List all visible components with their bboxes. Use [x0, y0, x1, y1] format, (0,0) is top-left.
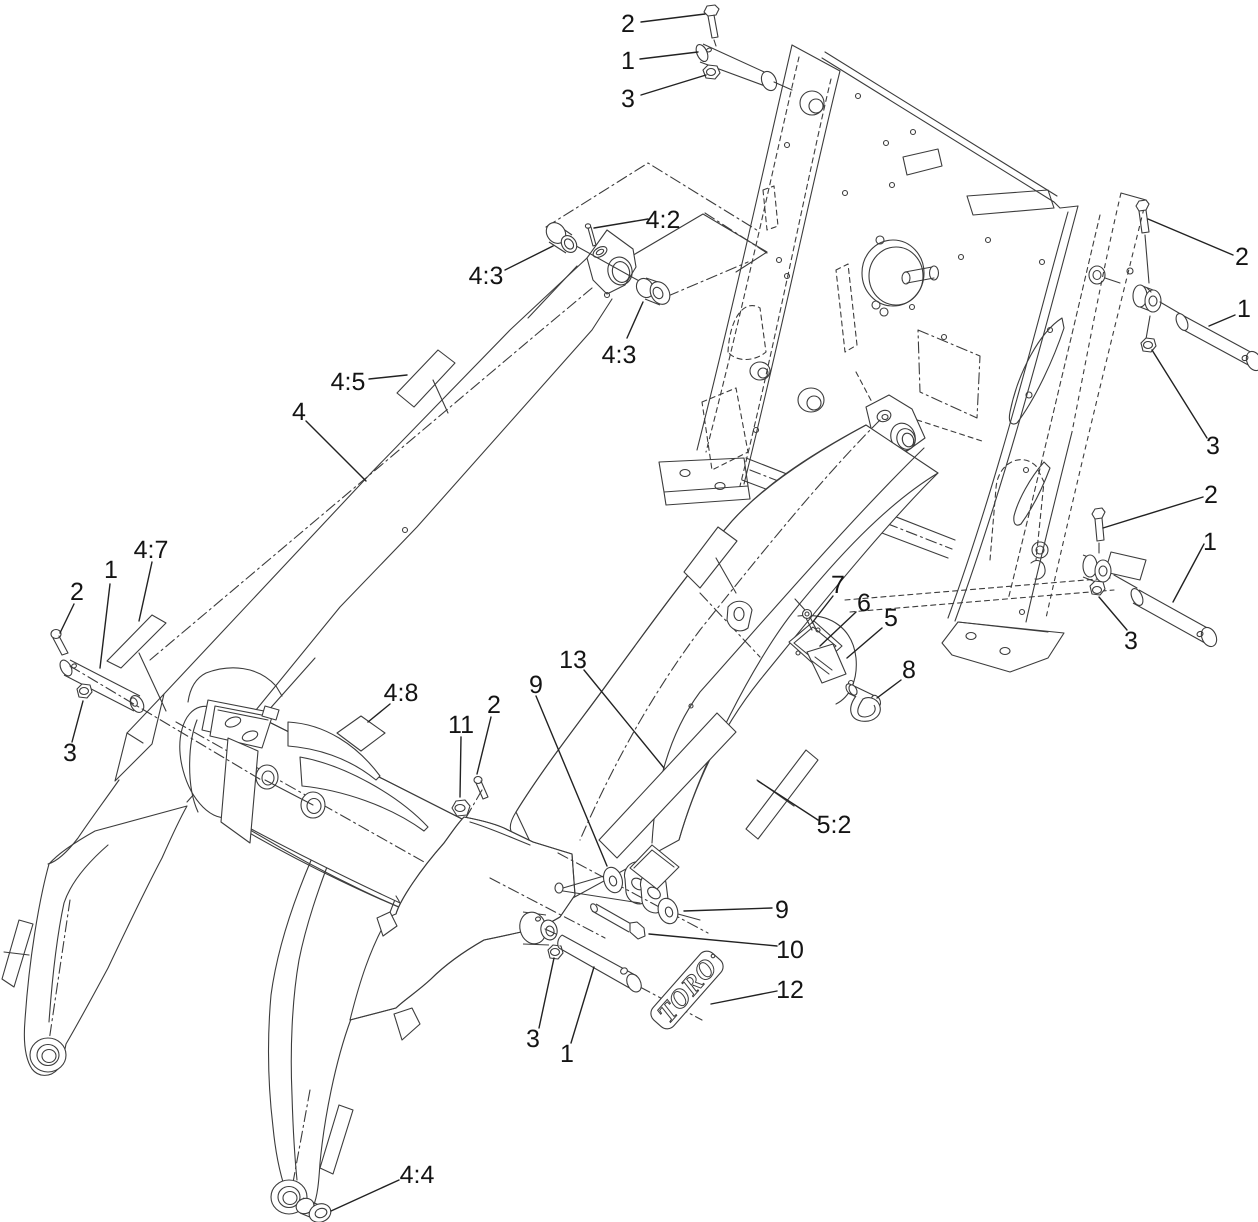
svg-text:10: 10 — [776, 936, 804, 964]
svg-text:5: 5 — [884, 604, 898, 632]
svg-text:1: 1 — [560, 1040, 574, 1068]
svg-text:4:3: 4:3 — [469, 262, 504, 290]
svg-text:4:4: 4:4 — [400, 1161, 435, 1189]
svg-text:9: 9 — [529, 671, 543, 699]
svg-text:11: 11 — [448, 711, 474, 739]
svg-text:7: 7 — [831, 571, 845, 599]
svg-text:4:3: 4:3 — [602, 341, 637, 369]
svg-text:12: 12 — [776, 976, 804, 1004]
svg-text:6: 6 — [857, 589, 871, 617]
svg-text:2: 2 — [621, 10, 635, 38]
svg-text:1: 1 — [104, 556, 118, 584]
svg-text:2: 2 — [487, 691, 501, 719]
svg-text:4:5: 4:5 — [331, 368, 366, 396]
svg-text:3: 3 — [1124, 627, 1138, 655]
svg-text:4:8: 4:8 — [384, 679, 419, 707]
svg-text:2: 2 — [1235, 243, 1249, 271]
svg-text:3: 3 — [63, 739, 77, 767]
svg-text:2: 2 — [1204, 481, 1218, 509]
svg-text:4: 4 — [292, 398, 306, 426]
svg-text:4:7: 4:7 — [134, 536, 169, 564]
svg-text:3: 3 — [1206, 432, 1220, 460]
svg-text:5:2: 5:2 — [817, 811, 852, 839]
svg-text:3: 3 — [621, 85, 635, 113]
svg-text:9: 9 — [775, 896, 789, 924]
svg-text:8: 8 — [902, 656, 916, 684]
svg-text:1: 1 — [621, 47, 635, 75]
svg-text:1: 1 — [1203, 528, 1217, 556]
svg-text:2: 2 — [70, 578, 84, 606]
svg-text:1: 1 — [1237, 295, 1251, 323]
svg-text:13: 13 — [559, 646, 587, 674]
svg-text:3: 3 — [526, 1025, 540, 1053]
svg-text:4:2: 4:2 — [646, 206, 681, 234]
